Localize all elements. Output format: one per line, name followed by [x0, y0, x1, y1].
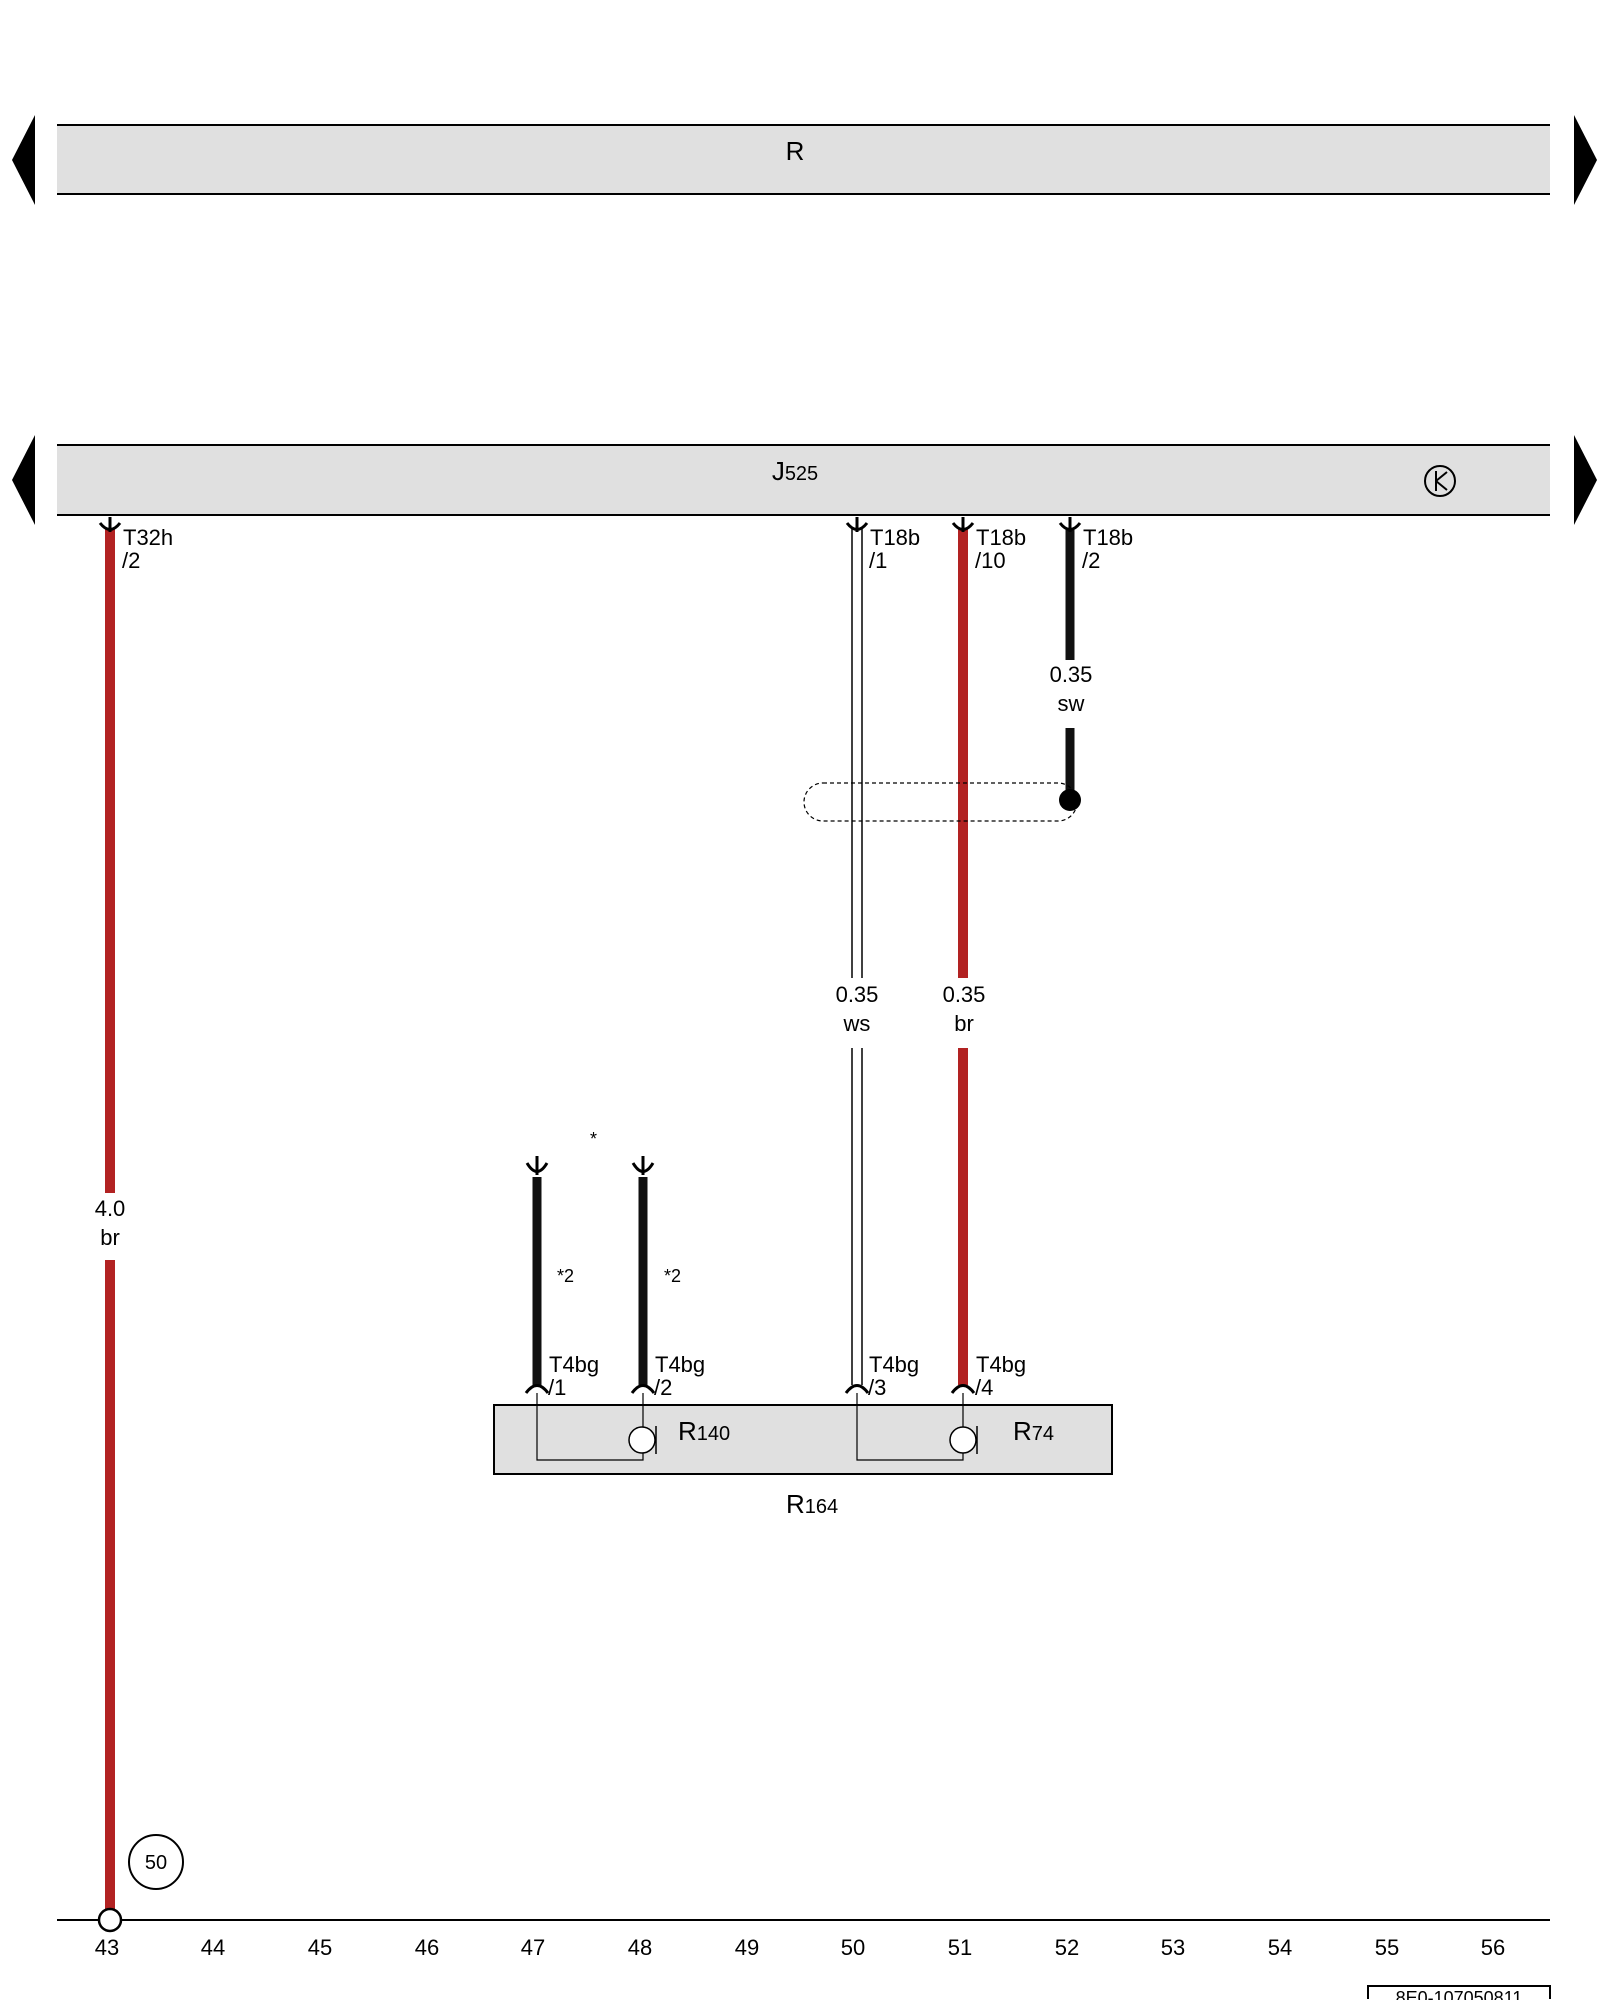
svg-text:50: 50	[145, 1852, 167, 1874]
svg-text:T4bg: T4bg	[869, 1352, 919, 1377]
svg-text:T4bg: T4bg	[655, 1352, 705, 1377]
arrow-right-icon[interactable]	[1574, 115, 1597, 205]
bar-r: R	[12, 115, 1597, 205]
svg-text:47: 47	[521, 1935, 545, 1960]
svg-text:0.35: 0.35	[943, 982, 986, 1007]
svg-text:T32h: T32h	[123, 525, 173, 550]
svg-text:T18b: T18b	[1083, 525, 1133, 550]
track-numbers: 43 44 45 46 47 48 49 50 51 52 53 54 55 5…	[95, 1935, 1505, 1960]
footnote-label: *2	[664, 1266, 681, 1286]
footnote-label: *2	[557, 1266, 574, 1286]
svg-text:/1: /1	[548, 1375, 566, 1400]
transistor-icon	[1424, 465, 1456, 497]
speaker-icon	[628, 1426, 657, 1454]
svg-text:br: br	[954, 1011, 974, 1036]
speaker-icon	[949, 1426, 978, 1454]
svg-text:/2: /2	[122, 548, 140, 573]
svg-text:4.0: 4.0	[95, 1196, 126, 1221]
svg-text:55: 55	[1375, 1935, 1399, 1960]
svg-text:T4bg: T4bg	[549, 1352, 599, 1377]
svg-text:/1: /1	[869, 548, 887, 573]
connector-icon	[98, 517, 1082, 532]
asterisk-note: *	[590, 1129, 597, 1149]
r140-label: R140	[678, 1416, 730, 1446]
svg-text:ws: ws	[843, 1011, 871, 1036]
svg-text:0.35: 0.35	[836, 982, 879, 1007]
svg-text:T18b: T18b	[976, 525, 1026, 550]
svg-text:/3: /3	[868, 1375, 886, 1400]
bar-j525-label: J525	[772, 456, 818, 486]
svg-text:/4: /4	[975, 1375, 993, 1400]
svg-text:48: 48	[628, 1935, 652, 1960]
svg-text:49: 49	[735, 1935, 759, 1960]
component-r164[interactable]: R140 R74	[493, 1393, 1113, 1475]
r164-label: R164	[786, 1489, 838, 1519]
r74-label: R74	[1013, 1416, 1054, 1446]
svg-text:sw: sw	[1058, 691, 1085, 716]
svg-text:44: 44	[201, 1935, 225, 1960]
svg-text:T4bg: T4bg	[976, 1352, 1026, 1377]
ground-reference: 50	[128, 1834, 184, 1890]
svg-text:/10: /10	[975, 548, 1006, 573]
svg-text:/2: /2	[1082, 548, 1100, 573]
bar-r-label: R	[786, 136, 805, 166]
svg-text:51: 51	[948, 1935, 972, 1960]
svg-text:8E0-107050811: 8E0-107050811	[1396, 1988, 1523, 2000]
svg-text:45: 45	[308, 1935, 332, 1960]
svg-text:0.35: 0.35	[1050, 662, 1093, 687]
svg-text:46: 46	[415, 1935, 439, 1960]
svg-text:53: 53	[1161, 1935, 1185, 1960]
doc-code-box: 8E0-107050811	[1367, 1985, 1551, 2000]
wire-0-35-ws[interactable]	[851, 528, 863, 1385]
wire-0-35-sw[interactable]	[1059, 528, 1081, 811]
svg-text:T18b: T18b	[870, 525, 920, 550]
connector-labels: T32h /2 T18b /1 T18b /10 T18b /2 T4bg /1…	[122, 525, 1133, 1400]
svg-text:br: br	[100, 1225, 120, 1250]
connector-icon	[525, 1156, 655, 1175]
ground-junction	[97, 1907, 123, 1933]
bar-j525: J525	[12, 435, 1597, 525]
svg-text:54: 54	[1268, 1935, 1292, 1960]
arrow-left-icon[interactable]	[12, 435, 35, 525]
arrow-right-icon[interactable]	[1574, 435, 1597, 525]
svg-text:43: 43	[95, 1935, 119, 1960]
svg-text:56: 56	[1481, 1935, 1505, 1960]
wire-labels: 4.0 br 0.35 ws 0.35 br 0.35 sw	[95, 662, 1093, 1250]
svg-text:52: 52	[1055, 1935, 1079, 1960]
connector-icon	[524, 1384, 976, 1394]
arrow-left-icon[interactable]	[12, 115, 35, 205]
svg-text:/2: /2	[654, 1375, 672, 1400]
svg-text:50: 50	[841, 1935, 865, 1960]
shield-loop	[803, 782, 1078, 822]
